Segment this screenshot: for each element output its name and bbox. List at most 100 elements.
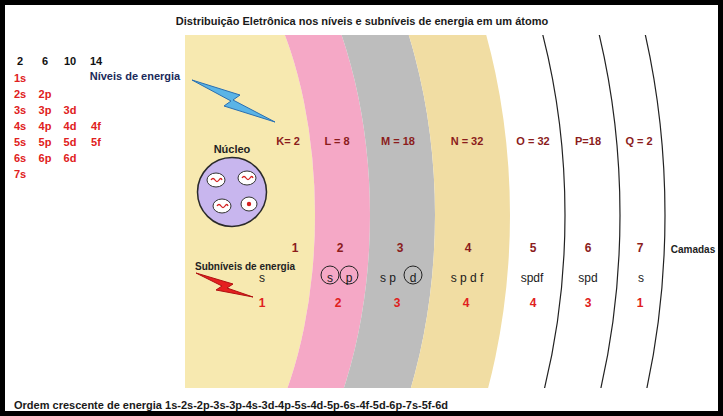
shell-capacity: Q = 2 [625, 135, 652, 148]
shell-arc [0, 0, 665, 416]
table-header: 10 [64, 55, 76, 68]
table-cell: 4f [91, 120, 101, 133]
layer-number: 1 [292, 242, 299, 256]
sublevel-letters: p [346, 272, 353, 286]
table-cell: 7s [14, 168, 26, 181]
layer-number: 2 [337, 242, 344, 256]
nucleus-label: Núcleo [214, 143, 251, 156]
shape-outline [196, 156, 268, 228]
layer-number: 6 [585, 242, 592, 256]
nucleus-circle: Núcleo [196, 156, 268, 228]
table-cell: 5s [14, 136, 26, 149]
sublevel-count: 2 [335, 297, 342, 311]
particle-mark [217, 205, 228, 208]
shell-band [0, 0, 370, 416]
shell-band [0, 0, 435, 416]
sublevel-letters: s [327, 272, 333, 286]
table-cell: 2s [14, 88, 26, 101]
particle-dot [247, 202, 251, 206]
caption-text: Ordem crescente de energia 1s-2s-2p-3s-3… [14, 399, 448, 412]
table-header: 14 [90, 55, 102, 68]
sublevel-count: 4 [530, 297, 537, 311]
particle-mark [211, 179, 222, 182]
sublevel-count: 3 [394, 297, 401, 311]
layer-number: 4 [465, 242, 472, 256]
table-cell: 4d [64, 120, 77, 133]
shell-capacity: P=18 [575, 135, 601, 148]
sublevel-letters: d [410, 272, 417, 286]
table-cell: 5d [64, 136, 77, 149]
table-cell: 5f [91, 136, 101, 149]
sublevel-count: 4 [463, 297, 470, 311]
callout-label: Níveis de energia [90, 70, 181, 83]
shell-arc [0, 0, 620, 416]
sublevel-count: 1 [259, 297, 266, 311]
sublevel-circle [404, 266, 422, 284]
sublevel-count: 3 [585, 297, 592, 311]
table-cell: 2p [39, 88, 52, 101]
particle [238, 171, 256, 185]
table-cell: 6s [14, 152, 26, 165]
shell-band [0, 0, 510, 416]
lightning-bolt [192, 80, 275, 122]
lightning-bolt [196, 273, 253, 297]
table-cell: 1s [14, 72, 26, 85]
table-cell: 6p [39, 152, 52, 165]
particle-mark [242, 177, 253, 180]
sublevel-letters: s p d f [451, 272, 484, 286]
table-header: 6 [42, 55, 48, 68]
sublevel-circle [321, 266, 339, 284]
layer-number: 3 [397, 242, 404, 256]
shell-capacity: O = 32 [516, 135, 549, 148]
axis-label: Camadas [671, 244, 715, 256]
shell-capacity: L = 8 [324, 135, 349, 148]
page-ground [5, 5, 718, 411]
sublevel-letters: s [638, 272, 644, 286]
shell-capacity: K= 2 [276, 135, 300, 148]
layer-number: 7 [637, 242, 644, 256]
sublevel-letters: s [259, 272, 265, 286]
table-cell: 4p [39, 120, 52, 133]
table-cell: 6d [64, 152, 77, 165]
sublevel-letters: s p [380, 272, 396, 286]
sublevel-letters: spd [578, 272, 597, 286]
shell-arc [0, 0, 565, 416]
shell-band [25, 0, 315, 416]
table-header: 2 [17, 55, 23, 68]
shell-capacity: M = 18 [381, 135, 415, 148]
nucleus-shape [198, 158, 267, 227]
sublevel-count: 1 [637, 297, 644, 311]
nucleus-particles [207, 171, 257, 213]
diagram-title: Distribuição Eletrônica nos níveis e sub… [176, 15, 548, 28]
particle [207, 173, 225, 187]
layer-number: 5 [530, 242, 537, 256]
table-cell: 3s [14, 104, 26, 117]
sublevel-letters: spdf [521, 272, 544, 286]
particle [241, 197, 257, 211]
table-cell: 3d [64, 104, 77, 117]
sublevel-circle [340, 266, 358, 284]
table-cell: 3p [39, 104, 52, 117]
particle [213, 199, 231, 213]
shell-capacity: N = 32 [451, 135, 484, 148]
table-cell: 5p [39, 136, 52, 149]
table-cell: 4s [14, 120, 26, 133]
callout-label: Subníveis de energia [195, 261, 295, 273]
